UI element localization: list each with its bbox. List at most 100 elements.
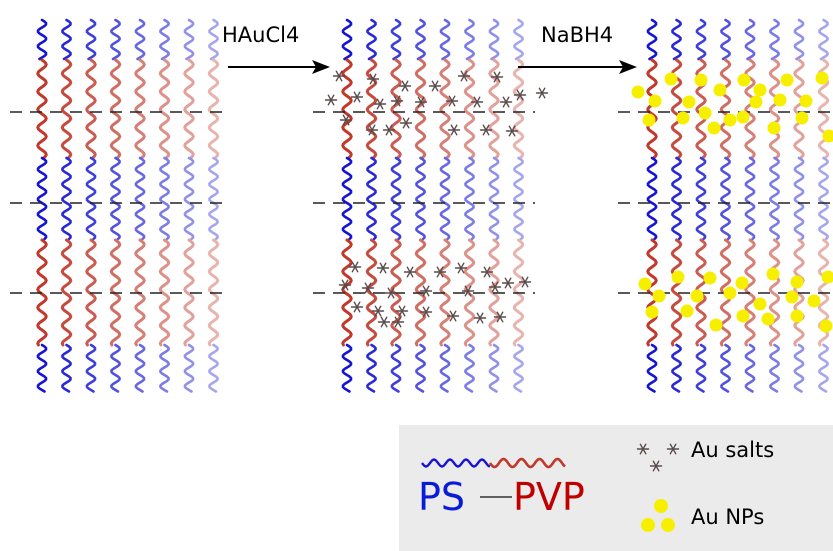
pvp-block	[134, 58, 146, 159]
au-salt-marker	[324, 94, 338, 106]
pvp-block	[85, 58, 97, 159]
ps-block	[390, 156, 402, 241]
au-np-marker	[648, 94, 662, 108]
ps-block	[769, 156, 780, 241]
ps-block	[85, 18, 97, 61]
pvp-block	[439, 58, 451, 159]
ps-block	[366, 156, 377, 241]
au-np-marker	[785, 290, 799, 304]
ps-block	[61, 156, 72, 241]
pvp-block	[670, 238, 683, 347]
ps-block	[720, 343, 731, 393]
au-np-marker	[795, 111, 809, 125]
ps-block	[110, 156, 121, 241]
au-np-marker	[753, 83, 767, 97]
au-np-marker	[680, 304, 694, 318]
polymer-chain	[134, 18, 146, 393]
pvp-block	[463, 58, 476, 159]
au-np-marker	[709, 318, 723, 332]
au-salt-marker	[535, 87, 549, 99]
ps-block	[159, 156, 170, 241]
au-salt-marker	[419, 306, 433, 318]
au-nps-layer	[631, 71, 833, 333]
au-np-marker	[815, 71, 829, 85]
au-np-marker	[707, 121, 721, 135]
polymer-chain	[85, 18, 97, 393]
au-salt-marker	[666, 443, 680, 455]
au-salt-marker	[480, 266, 494, 278]
ps-block	[159, 343, 170, 393]
au-np-marker	[780, 73, 794, 87]
polymer-chain	[439, 18, 451, 393]
ps-block	[793, 156, 805, 241]
ps-block	[769, 18, 780, 61]
legend: PS PVP Au salts Au NPs	[399, 425, 833, 551]
au-salt-marker	[391, 316, 405, 328]
ps-block	[134, 156, 146, 241]
au-np-marker	[761, 312, 775, 326]
au-salt-marker	[376, 262, 390, 274]
legend-background	[399, 425, 833, 551]
pvp-block	[414, 58, 427, 159]
ps-block	[488, 343, 500, 393]
ps-block	[134, 18, 146, 61]
ps-block	[744, 18, 756, 61]
pvp-block	[207, 58, 220, 159]
au-salt-marker	[447, 124, 461, 136]
ps-block	[439, 156, 451, 241]
au-salt-marker	[348, 261, 362, 273]
ps-block	[110, 18, 121, 61]
au-salt-marker	[414, 96, 428, 108]
ps-block	[818, 156, 829, 241]
polymer-chain	[719, 18, 732, 393]
au-np-marker	[767, 121, 781, 135]
au-salt-marker	[382, 124, 396, 136]
au-np-marker	[749, 95, 763, 109]
legend-pvp-label: PVP	[513, 475, 585, 519]
au-salt-marker	[399, 117, 413, 129]
ps-block	[415, 156, 426, 241]
polymer-chain	[60, 18, 73, 393]
step1-reagent-label: HAuCl4	[222, 23, 299, 47]
au-salt-marker	[361, 282, 375, 294]
au-np-marker	[737, 73, 751, 87]
au-salt-marker	[479, 124, 493, 136]
au-np-marker	[690, 289, 704, 303]
pvp-block	[158, 58, 171, 159]
au-np-marker	[790, 275, 804, 289]
pvp-block	[646, 58, 658, 159]
polymer-chain	[670, 18, 683, 393]
polymer-chain	[36, 18, 48, 393]
au-salt-marker	[350, 301, 364, 313]
ps-block	[439, 343, 451, 393]
au-salt-marker	[428, 80, 442, 92]
au-np-marker	[753, 297, 767, 311]
pvp-block	[365, 58, 378, 159]
ps-block	[720, 18, 731, 61]
polymer-chain	[365, 18, 378, 393]
au-np-marker	[694, 73, 708, 87]
au-salt-marker	[518, 276, 532, 288]
au-salt-marker	[446, 310, 460, 322]
au-np-marker	[736, 309, 750, 323]
au-np-marker	[645, 305, 659, 319]
ps-block	[695, 343, 707, 393]
ps-block	[341, 18, 353, 61]
au-np-marker	[735, 276, 749, 290]
au-salt-marker	[473, 312, 487, 324]
au-np-marker	[819, 319, 833, 333]
au-np-marker	[799, 94, 813, 108]
ps-block	[341, 343, 353, 393]
au-salt-marker	[501, 277, 515, 289]
ps-block	[36, 343, 48, 393]
au-np-marker	[822, 129, 833, 143]
au-np-marker	[807, 294, 821, 308]
ps-block	[818, 18, 829, 61]
ps-block	[183, 343, 195, 393]
ps-block	[695, 18, 707, 61]
ps-block	[671, 18, 682, 61]
ps-block	[415, 343, 426, 393]
ps-block	[415, 18, 426, 61]
pvp-block	[109, 58, 122, 159]
